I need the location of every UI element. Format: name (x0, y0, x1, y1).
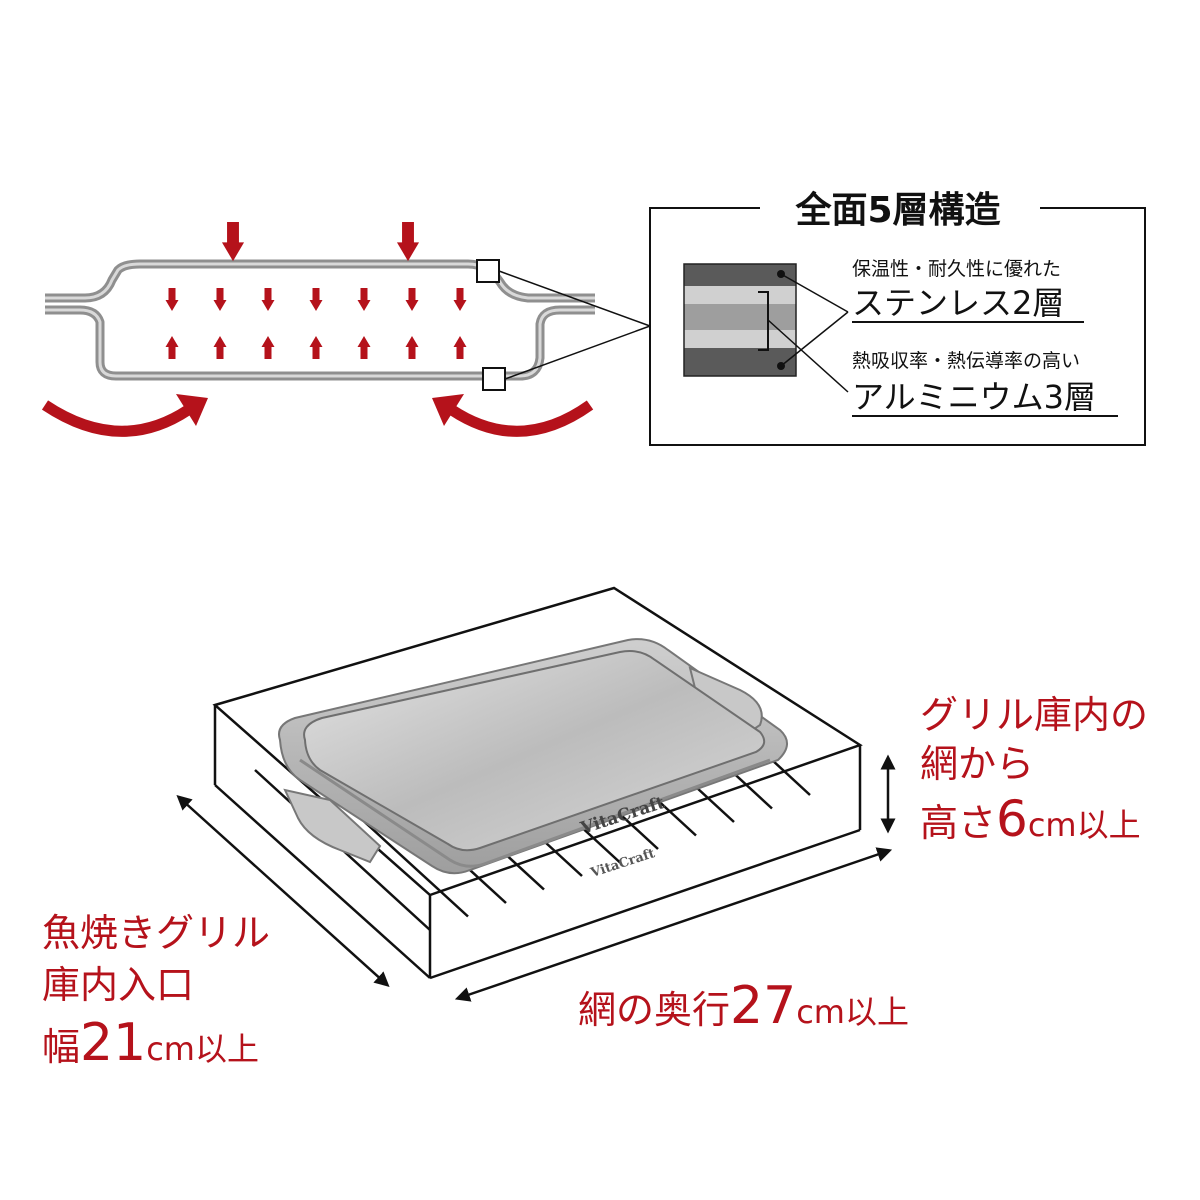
heat-arrow-down-5 (357, 288, 371, 311)
depth-dimension-arrow (454, 847, 893, 1002)
leader-stainless-bottom (780, 311, 849, 367)
height-suffix: cm以上 (1028, 806, 1141, 844)
width-label-line2: 庫内入口 (42, 963, 194, 1007)
zoom-line-2 (504, 325, 651, 380)
curve-arrow-right (448, 400, 594, 437)
curve-arrow-left (41, 400, 192, 437)
layer-alu-2 (684, 304, 796, 330)
heat-arrow-up-5 (357, 336, 371, 359)
pan-lid (303, 650, 766, 852)
heat-arrow-down-3 (261, 288, 275, 311)
layer-swatch-border (683, 263, 797, 377)
aluminum-description: 熱吸収率・熱伝導率の高い (852, 350, 1080, 372)
width-dimension-arrow (176, 794, 390, 988)
width-label-line1: 魚焼きグリル (42, 911, 270, 955)
heat-arrow-top-right (396, 222, 420, 262)
layer-box-title: 全面5層構造 (794, 189, 1000, 231)
height-value: 6 (996, 790, 1028, 848)
heat-arrow-down-4 (309, 288, 323, 311)
heat-arrow-up-2 (213, 336, 227, 359)
aluminum-label: アルミニウム3層 (852, 378, 1096, 416)
heat-arrow-down-2 (213, 288, 227, 311)
layer-structure-box: 全面5層構造 保温性・耐久性に優れた ステンレス2層 熱吸収率・熱伝導率の高い … (649, 189, 1146, 446)
heat-arrow-up-6 (405, 336, 419, 359)
leader-stainless-top (780, 273, 849, 313)
grill-diagram: VitaCraft VitaCraft (176, 586, 896, 1002)
height-label-line2: 網から (920, 742, 1034, 786)
depth-label-text: 網の奥行27cm以上 (578, 976, 909, 1036)
pan-outline-outer-inner (45, 262, 595, 300)
height-label-line1: グリル庫内の (920, 693, 1148, 737)
layer-stainless-top (684, 264, 796, 286)
heat-arrow-up-1 (165, 336, 179, 359)
zoom-square-top (476, 259, 500, 283)
heat-arrow-up-7 (453, 336, 467, 359)
pan-lower-lip-inner (45, 308, 595, 378)
heat-arrow-down-7 (453, 288, 467, 311)
zoom-square-bottom (482, 367, 506, 391)
heat-arrow-down-1 (165, 288, 179, 311)
leader-alu (767, 319, 849, 393)
heat-arrow-top-left (221, 222, 245, 262)
layer-alu-1 (684, 286, 796, 304)
width-prefix: 幅 (42, 1025, 80, 1069)
width-suffix: cm以上 (146, 1030, 259, 1068)
height-prefix: 高さ (920, 801, 996, 845)
layer-box-frame (649, 207, 1146, 446)
height-label-line3: 高さ6cm以上 (920, 790, 1141, 848)
depth-label: 網の奥行27cm以上 (578, 976, 909, 1036)
heat-arrow-up-3 (261, 336, 275, 359)
heat-arrow-down-6 (405, 288, 419, 311)
depth-suffix: cm以上 (796, 993, 909, 1031)
curve-arrow-left-head (176, 394, 208, 426)
pan-cross-section (41, 222, 651, 437)
width-value: 21 (80, 1013, 146, 1073)
width-label-line3: 幅21cm以上 (42, 1013, 259, 1073)
stainless-description: 保温性・耐久性に優れた (852, 258, 1061, 280)
heat-arrows (165, 222, 467, 359)
heat-arrow-up-4 (309, 336, 323, 359)
layer-alu-3 (684, 330, 796, 348)
width-label: 魚焼きグリル 庫内入口 幅21cm以上 (42, 911, 270, 1073)
brand-logo-base: VitaCraft (588, 846, 657, 881)
depth-prefix: 網の奥行 (578, 988, 730, 1032)
height-label: グリル庫内の 網から 高さ6cm以上 (920, 693, 1148, 848)
curve-arrow-right-head (432, 394, 464, 426)
layer-stainless-bottom (684, 348, 796, 376)
depth-value: 27 (730, 976, 796, 1036)
zoom-line-1 (498, 270, 651, 327)
stainless-label: ステンレス2層 (852, 284, 1064, 322)
